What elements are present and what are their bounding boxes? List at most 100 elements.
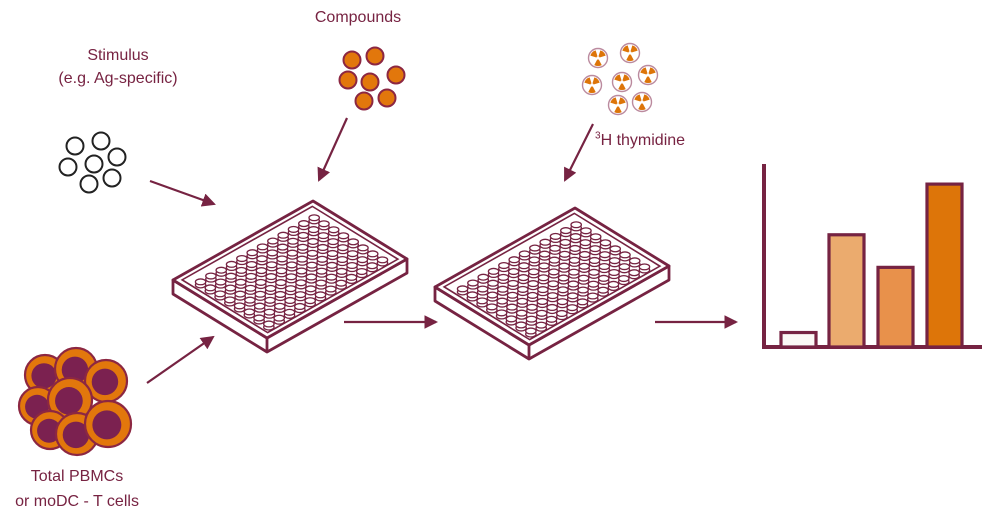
well-top <box>589 233 602 241</box>
trefoil-blade <box>590 50 598 58</box>
well-top <box>224 284 237 292</box>
well <box>315 279 327 290</box>
well <box>234 290 247 301</box>
well <box>506 303 518 314</box>
well <box>537 286 549 297</box>
well <box>304 285 317 296</box>
well <box>588 268 600 279</box>
well <box>538 250 551 261</box>
well <box>194 278 207 289</box>
stimulus-dot <box>107 147 127 167</box>
well <box>608 268 620 280</box>
well <box>275 279 287 290</box>
well <box>486 303 498 314</box>
well <box>558 262 570 273</box>
well <box>538 262 550 273</box>
compound-dot <box>354 91 374 111</box>
well-top <box>578 262 591 270</box>
arrow <box>317 117 349 182</box>
well-top <box>456 285 469 293</box>
well <box>518 262 530 273</box>
well <box>578 250 591 262</box>
trefoil-blade <box>594 58 602 66</box>
well <box>325 273 338 284</box>
well-top <box>505 315 518 323</box>
well-top <box>496 297 509 305</box>
trefoil-blade <box>618 82 626 90</box>
stimulus-cluster <box>58 131 127 194</box>
well-top <box>337 244 349 252</box>
well-top <box>507 268 520 276</box>
well-top <box>236 254 248 263</box>
well <box>366 250 379 261</box>
well-top <box>487 267 500 275</box>
well <box>547 268 560 279</box>
well <box>265 273 278 284</box>
well <box>579 239 592 250</box>
well-top <box>570 221 583 229</box>
well-top <box>607 280 620 288</box>
well <box>204 284 217 295</box>
well <box>245 272 257 284</box>
well-top <box>264 296 276 304</box>
trefoil-center <box>596 56 600 60</box>
arrow <box>564 123 594 182</box>
well <box>495 309 508 320</box>
well <box>576 298 589 309</box>
well <box>264 284 277 296</box>
well <box>306 249 319 260</box>
well <box>273 314 286 325</box>
well-top <box>253 314 265 322</box>
well-top <box>245 272 257 280</box>
trefoil-blade <box>614 105 622 113</box>
well <box>570 221 583 232</box>
well <box>215 266 228 277</box>
well <box>283 308 296 319</box>
well-top <box>588 256 601 265</box>
well-top <box>507 279 519 287</box>
well-top <box>263 320 275 328</box>
well <box>477 273 490 284</box>
trefoil-blade <box>618 97 626 105</box>
compound-dot <box>342 50 362 70</box>
well <box>256 255 268 266</box>
well <box>347 238 360 249</box>
well-top <box>366 250 379 258</box>
well <box>467 279 479 290</box>
well-top <box>307 226 320 234</box>
well <box>275 267 288 278</box>
well-top <box>516 285 529 293</box>
well-top <box>516 297 529 305</box>
well-top <box>608 257 621 265</box>
well <box>234 278 247 289</box>
well <box>587 280 600 291</box>
well <box>599 239 612 250</box>
well <box>236 254 248 266</box>
plate-rim <box>442 212 662 341</box>
well <box>254 290 267 301</box>
well-top <box>253 302 266 310</box>
well <box>618 263 631 274</box>
well-top <box>194 278 207 286</box>
well <box>527 268 540 279</box>
well-top <box>467 279 479 287</box>
thymidine-cluster <box>581 42 659 116</box>
well <box>264 296 276 307</box>
well-top <box>529 244 541 252</box>
well-top <box>317 232 330 240</box>
well-top <box>628 257 641 265</box>
bar-bar-1 <box>779 330 818 349</box>
well <box>255 267 268 278</box>
well <box>507 268 520 279</box>
well-top <box>586 292 599 300</box>
well <box>205 272 217 283</box>
well <box>224 296 236 307</box>
well-top <box>569 244 581 252</box>
well <box>507 279 519 291</box>
well-top <box>545 315 558 323</box>
well <box>335 279 348 290</box>
well-top <box>275 267 288 275</box>
stimulus-dot <box>58 157 78 177</box>
well-top <box>345 273 358 281</box>
well-top <box>525 315 538 323</box>
